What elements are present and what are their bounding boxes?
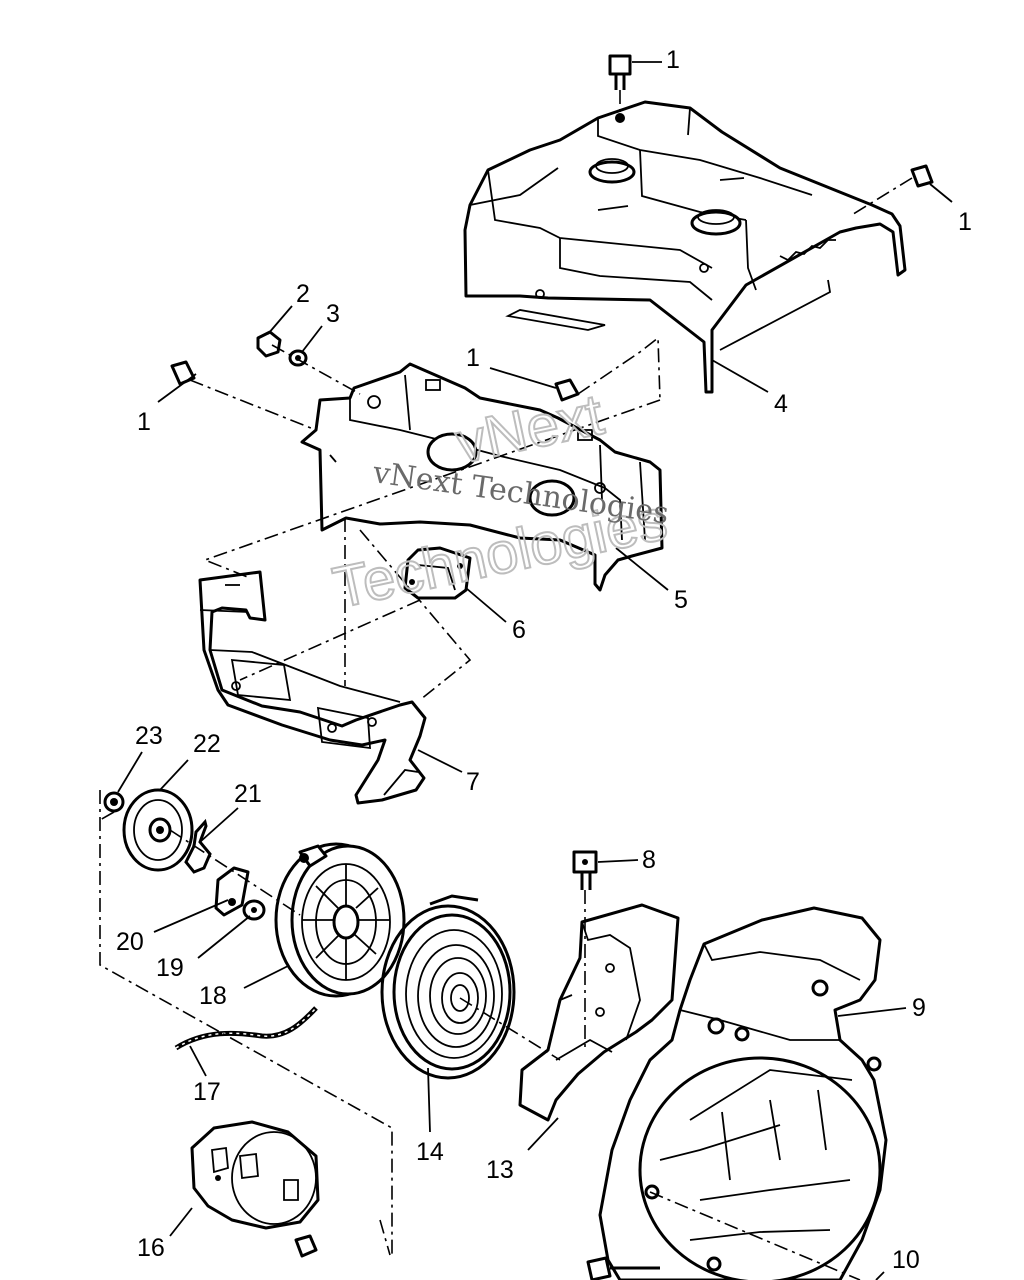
part-18-rope-pulley — [274, 842, 406, 998]
callout-18: 18 — [199, 982, 227, 1010]
callout-10: 10 — [892, 1246, 920, 1274]
callout-21: 21 — [234, 780, 262, 808]
part-4-top-shroud — [463, 100, 907, 394]
part-17-starter-rope — [174, 1006, 318, 1051]
callout-17: 17 — [193, 1078, 221, 1106]
callout-3: 3 — [326, 300, 340, 328]
callout-8: 8 — [642, 846, 656, 874]
part-2-nut — [256, 330, 282, 358]
part-6-gasket — [403, 546, 472, 600]
callout-19: 19 — [156, 954, 184, 982]
part-10-screw — [586, 1256, 660, 1280]
callout-labels: 1 1 1 1 2 3 4 5 6 7 8 9 10 13 14 16 17 1… — [116, 46, 972, 1274]
part-19-washer — [242, 899, 266, 921]
callout-14: 14 — [416, 1138, 444, 1166]
callout-20: 20 — [116, 928, 144, 956]
callout-4: 4 — [774, 390, 788, 418]
callout-23: 23 — [135, 722, 163, 750]
callout-1-mid: 1 — [466, 344, 480, 372]
part-1-bolt-top — [608, 54, 632, 90]
part-5-baffle-plate — [300, 362, 664, 592]
assembly-lines — [99, 90, 913, 1280]
callout-1-left: 1 — [137, 408, 151, 436]
callout-9: 9 — [912, 994, 926, 1022]
callout-22: 22 — [193, 730, 221, 758]
part-9-blower-housing — [598, 906, 888, 1280]
part-8-bolt — [572, 850, 598, 890]
part-21-spring-clip — [184, 818, 212, 874]
part-16-starter-cup — [190, 1120, 320, 1258]
callout-16: 16 — [137, 1234, 165, 1262]
callout-2: 2 — [296, 280, 310, 308]
part-7-mounting-bracket — [198, 570, 427, 805]
callout-1-right: 1 — [958, 208, 972, 236]
part-14-recoil-spring — [380, 894, 516, 1080]
callout-6: 6 — [512, 616, 526, 644]
callout-13: 13 — [486, 1156, 514, 1184]
callout-7: 7 — [466, 768, 480, 796]
callout-1-top: 1 — [666, 46, 680, 74]
part-13-mounting-plate — [518, 903, 680, 1122]
leader-lines — [117, 61, 953, 1280]
part-23-nut — [103, 791, 125, 813]
callout-5: 5 — [674, 586, 688, 614]
part-1-bolt-right — [910, 164, 934, 188]
part-22-cap — [122, 788, 194, 872]
part-20-ratchet — [214, 866, 250, 917]
